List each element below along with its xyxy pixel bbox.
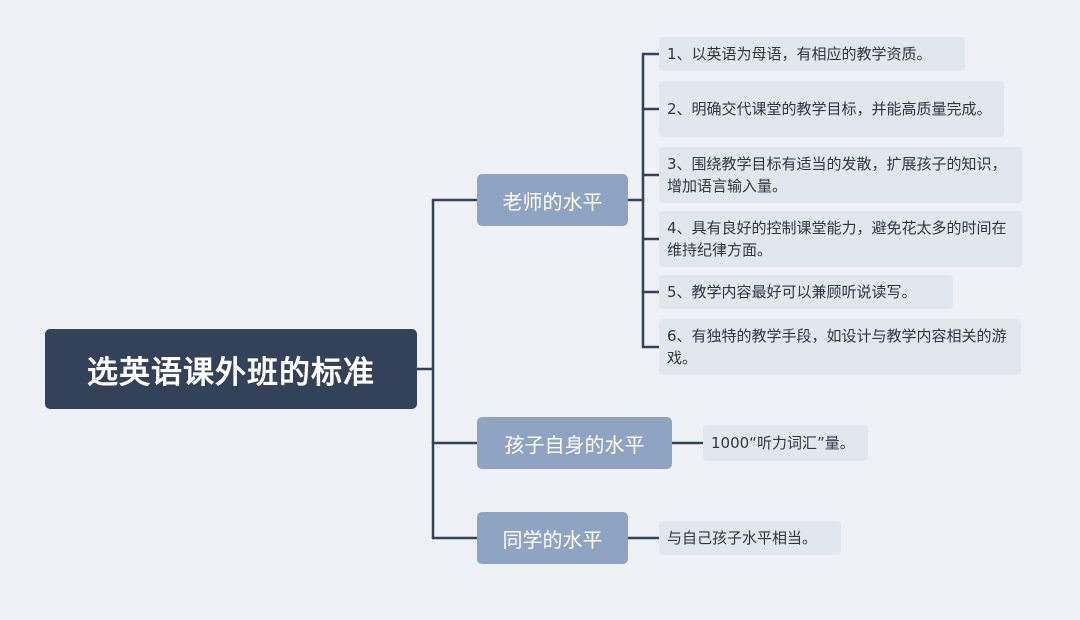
branch-classmate-level: 同学的水平 xyxy=(477,512,628,564)
leaf-teacher-3: 3、围绕教学目标有适当的发散，扩展孩子的知识，增加语言输入量。 xyxy=(659,147,1022,203)
leaf-classmate-1: 与自己孩子水平相当。 xyxy=(659,521,841,555)
branch-teacher-level: 老师的水平 xyxy=(477,174,628,226)
leaf-teacher-2: 2、明确交代课堂的教学目标，并能高质量完成。 xyxy=(659,81,1004,137)
branch-child-level: 孩子自身的水平 xyxy=(477,417,672,469)
leaf-teacher-1: 1、以英语为母语，有相应的教学资质。 xyxy=(659,37,965,71)
leaf-teacher-6: 6、有独特的教学手段，如设计与教学内容相关的游戏。 xyxy=(659,319,1021,375)
leaf-teacher-5: 5、教学内容最好可以兼顾听说读写。 xyxy=(659,275,953,309)
leaf-teacher-4: 4、具有良好的控制课堂能力，避免花太多的时间在维持纪律方面。 xyxy=(659,211,1022,267)
root-node: 选英语课外班的标准 xyxy=(45,329,417,409)
leaf-child-1: 1000“听力词汇”量。 xyxy=(703,425,868,461)
